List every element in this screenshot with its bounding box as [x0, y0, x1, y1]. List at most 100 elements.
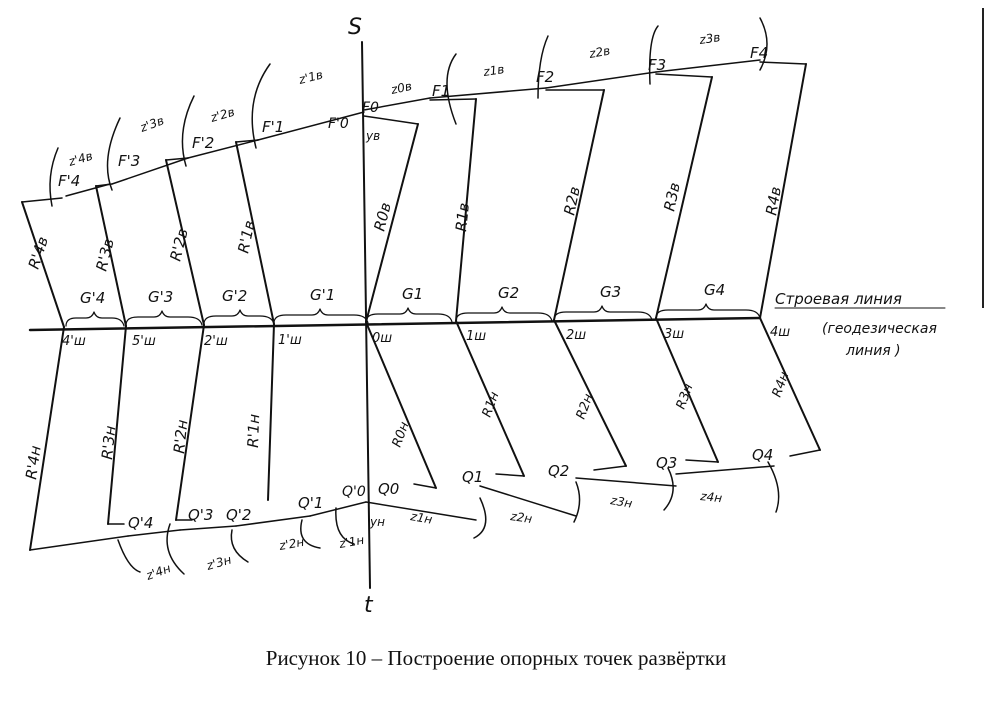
upper-chord: [111, 157, 189, 185]
segment-brace: [365, 307, 453, 323]
pattern-construction-diagram: S t Строевая линия (геодезическая линия …: [21, 15, 946, 618]
lower-radius-line: [655, 317, 719, 463]
base-point-label: 1'ш: [278, 333, 302, 348]
base-line: [28, 316, 762, 332]
upper-radius-line: [759, 63, 807, 319]
lower-chord: [127, 529, 181, 537]
segment-braces: [65, 303, 761, 327]
upper-radius-label: R4в: [762, 185, 785, 217]
scan-edge-mark: [982, 8, 984, 308]
upper-point-label: F'3: [118, 152, 140, 170]
lower-radius-line: [759, 317, 821, 451]
upper-arcs: [49, 17, 768, 207]
lower-arc: [117, 539, 141, 573]
lower-point-label: Q1: [462, 468, 483, 486]
lower-arc: [663, 467, 674, 511]
upper-radius-label: R'1в: [234, 219, 258, 255]
upper-tick: [429, 98, 477, 101]
upper-radius-label: R2в: [560, 185, 584, 217]
lower-point-label: Q4: [752, 446, 773, 464]
upper-y-label: yв: [365, 129, 380, 143]
segment-brace: [125, 310, 203, 326]
upper-tick: [21, 197, 63, 203]
lower-radius-label: R1н: [480, 390, 503, 420]
lower-arc: [230, 529, 249, 563]
lower-radius-line: [553, 319, 627, 467]
lower-point-label: Q'2: [226, 506, 251, 524]
lower-chord-label: z4н: [699, 489, 723, 505]
upper-radius-line: [95, 185, 127, 327]
lower-point-label: Q'0: [342, 484, 366, 500]
lower-arcs: [117, 461, 780, 575]
lower-arc: [166, 523, 185, 575]
upper-tick: [363, 115, 419, 125]
segment-brace: [203, 309, 275, 325]
lower-arc: [300, 519, 321, 549]
lower-tick: [593, 465, 627, 471]
lower-radius-label: R'4н: [22, 444, 45, 480]
geodesic-note-line2: линия ): [845, 343, 901, 359]
lower-y-label: yн: [369, 515, 385, 529]
upper-chord-label: z1в: [481, 62, 505, 79]
segment-label: G'2: [222, 287, 247, 305]
lower-arc: [335, 507, 355, 545]
upper-point-label: F'1: [262, 118, 284, 136]
upper-arc: [648, 25, 659, 85]
upper-point-label: F'2: [192, 134, 214, 152]
upper-chord-label: z'3в: [137, 113, 166, 135]
segment-brace: [655, 303, 761, 319]
lower-radius-line: [365, 321, 437, 489]
upper-chord: [429, 87, 547, 99]
upper-chords: [65, 59, 761, 197]
upper-chord-label: z0в: [389, 79, 413, 97]
base-line-label: Строевая линия: [775, 290, 902, 308]
upper-radius-label: R'4в: [25, 234, 52, 271]
upper-radius-line: [235, 141, 275, 325]
upper-chord: [363, 97, 431, 111]
lower-ticks: [107, 449, 821, 525]
upper-arc: [537, 35, 549, 99]
lower-radius-label: R0н: [390, 420, 413, 450]
upper-point-label: F'0: [328, 116, 349, 132]
upper-arc: [181, 95, 195, 167]
upper-arc: [446, 53, 457, 125]
base-point-label: 1ш: [466, 329, 486, 344]
lower-chord-label: z'4н: [143, 561, 172, 583]
lower-arc: [767, 461, 780, 513]
lower-chord-label: z1н: [408, 509, 433, 527]
base-point-label: 0ш: [372, 331, 392, 346]
lower-chord: [675, 465, 775, 475]
lower-arc: [473, 497, 487, 539]
lower-chord: [29, 535, 129, 551]
axis-t-label: t: [364, 593, 374, 618]
lower-arc: [573, 481, 581, 523]
base-point-label: 5'ш: [132, 334, 156, 349]
upper-point-label: F'4: [58, 172, 80, 190]
upper-tick: [759, 61, 807, 65]
upper-radius-line: [655, 76, 713, 319]
segment-label: G2: [498, 284, 519, 302]
upper-chord: [187, 139, 259, 159]
lower-point-label: Q3: [656, 454, 677, 472]
lower-point-label: Q2: [548, 462, 569, 480]
lower-point-label: Q'3: [188, 506, 213, 524]
lower-radius-label: R'3н: [98, 425, 119, 461]
upper-chord: [545, 71, 657, 89]
figure-caption: Рисунок 10 – Построение опорных точек ра…: [265, 646, 727, 670]
base-point-label: 4'ш: [62, 334, 86, 349]
upper-arc: [106, 117, 121, 191]
lower-chord-label: z'2н: [277, 535, 305, 553]
axis-st-line: [361, 41, 371, 589]
axis-s-label: S: [348, 15, 362, 40]
upper-chord: [65, 183, 111, 197]
lower-radius-line: [455, 320, 525, 477]
upper-point-label: F0: [362, 100, 379, 116]
upper-chord: [655, 59, 761, 73]
upper-point-label: F4: [750, 44, 768, 62]
lower-chord: [575, 477, 677, 487]
lower-tick: [685, 459, 719, 463]
upper-chord-label: z3в: [697, 30, 721, 47]
lower-chord-label: z2н: [509, 509, 534, 526]
segment-brace: [273, 308, 369, 324]
upper-arc: [251, 63, 271, 149]
